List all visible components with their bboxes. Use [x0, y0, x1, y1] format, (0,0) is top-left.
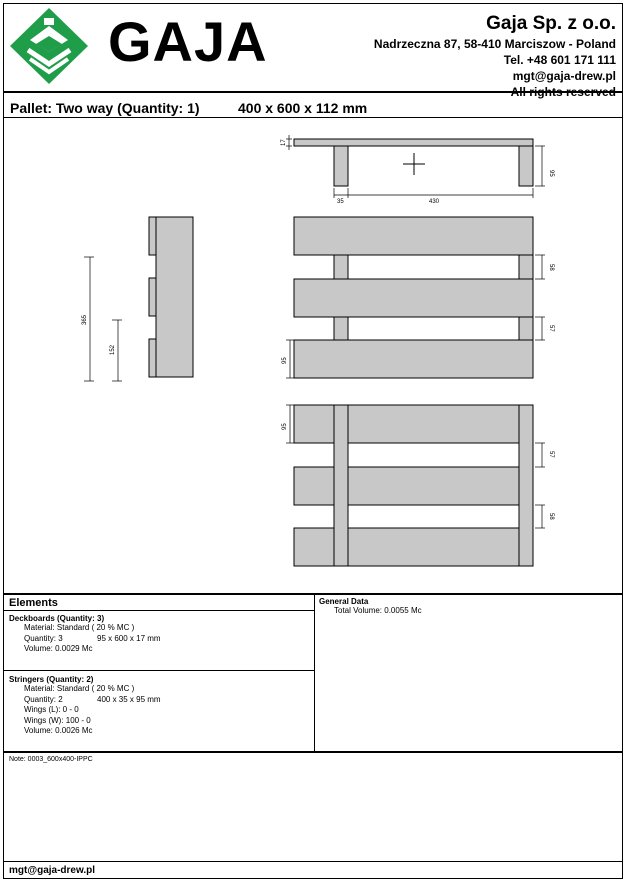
- pallet-dimensions: 400 x 600 x 112 mm: [238, 100, 368, 116]
- front-block-right: [518, 145, 534, 187]
- bottom-stringer-right: [518, 404, 534, 567]
- drawing-sheet: GAJA Gaja Sp. z o.o. Nadrzeczna 87, 58-4…: [3, 3, 623, 879]
- dim-plan-gap-bottom: 57: [548, 325, 554, 332]
- stringers-size: 400 x 35 x 95 mm: [97, 694, 161, 704]
- bottom-stringer-left: [333, 404, 349, 567]
- stringers-wings-w: Wings (W): 100 - 0: [24, 715, 91, 725]
- side-board-bottom: [148, 338, 157, 378]
- plan-stringer-left-2: [333, 316, 349, 341]
- gaja-logo: [8, 6, 90, 86]
- side-board-top: [148, 216, 157, 256]
- dim-bottom-gap-top: 57: [548, 451, 554, 458]
- dim-bottom-gap-bottom: 58: [548, 513, 554, 520]
- deckboards-block: Deckboards (Quantity: 3) Material: Stand…: [9, 614, 309, 655]
- plan-stringer-left-1: [333, 254, 349, 280]
- general-data-heading: General Data: [319, 597, 369, 606]
- dimension-lines: [84, 135, 545, 529]
- total-volume: Total Volume: 0.0055 Mc: [334, 606, 422, 615]
- elements-top-border: [4, 593, 622, 595]
- stringers-quantity-row: Quantity: 2 400 x 35 x 95 mm: [9, 695, 309, 706]
- company-info: Gaja Sp. z o.o. Nadrzeczna 87, 58-410 Ma…: [374, 12, 616, 100]
- pallet-type: Pallet: Two way (Quantity: 1): [10, 100, 200, 116]
- dim-bottom-board: 95: [282, 423, 288, 430]
- elements-bottom-border: [4, 751, 622, 753]
- note-text: Note: 0003_600x400-IPPC: [9, 756, 93, 763]
- general-data-block: General Data Total Volume: 0.0055 Mc: [319, 597, 609, 617]
- dim-board-thickness: 17: [281, 139, 287, 146]
- technical-drawing: 17 95 35 430 365 152 58 57 95 95 57 58: [82, 135, 554, 567]
- deckboards-divider: [4, 670, 314, 671]
- stringers-block: Stringers (Quantity: 2) Material: Standa…: [9, 675, 309, 737]
- bottom-deckboard-2: [293, 466, 534, 506]
- bottom-deckboard-3: [293, 527, 534, 567]
- side-stringer: [155, 216, 194, 378]
- stringers-wings-l: Wings (L): 0 - 0: [24, 705, 79, 714]
- footer-email[interactable]: mgt@gaja-drew.pl: [9, 865, 96, 876]
- stringers-material: Material: Standard ( 20 % MC ): [24, 684, 135, 693]
- deckboards-quantity: Quantity: 3: [24, 633, 63, 643]
- dim-plan-gap-top: 58: [548, 264, 554, 271]
- plan-stringer-right-2: [518, 316, 534, 341]
- stringers-volume: Volume: 0.0026 Mc: [24, 726, 93, 735]
- plan-deckboard-1: [293, 216, 534, 256]
- elements-heading-divider: [4, 610, 314, 611]
- plan-stringer-right-1: [518, 254, 534, 280]
- bottom-deckboard-1: [293, 404, 534, 444]
- header-divider: [4, 91, 622, 93]
- dim-plan-board: 95: [282, 357, 288, 364]
- dim-block-width: 35: [337, 199, 344, 205]
- dim-span: 430: [429, 199, 440, 205]
- stringers-quantity: Quantity: 2: [24, 694, 63, 704]
- logo-text: GAJA: [108, 10, 268, 73]
- deckboards-size: 95 x 600 x 17 mm: [97, 633, 161, 643]
- company-phone: Tel. +48 601 171 111: [503, 53, 616, 67]
- plan-deckboard-2: [293, 278, 534, 318]
- rights-notice: All rights reserved: [510, 85, 616, 99]
- table-column-divider: [314, 594, 315, 751]
- front-block-left: [333, 145, 349, 187]
- logo-icon: [10, 8, 88, 84]
- company-email[interactable]: mgt@gaja-drew.pl: [512, 69, 616, 83]
- pallet-title: Pallet: Two way (Quantity: 1) 400 x 600 …: [10, 99, 610, 117]
- title-divider: [4, 117, 622, 118]
- deckboards-quantity-row: Quantity: 3 95 x 600 x 17 mm: [9, 634, 309, 645]
- dim-front-height: 95: [548, 170, 554, 177]
- front-deckboard: [293, 138, 534, 147]
- company-address: Nadrzeczna 87, 58-410 Marciszow - Poland: [373, 37, 616, 51]
- dimension-labels: 17 95 35 430 365 152 58 57 95 95 57 58: [82, 139, 554, 521]
- dim-side-middle: 152: [110, 344, 116, 355]
- center-mark-icon: [403, 153, 425, 175]
- deckboards-material: Material: Standard ( 20 % MC ): [24, 623, 135, 632]
- plan-deckboard-3: [293, 339, 534, 379]
- deckboards-heading: Deckboards (Quantity: 3): [9, 614, 105, 623]
- dim-side-overall: 365: [82, 314, 88, 325]
- footer-divider: [4, 861, 622, 862]
- company-name: Gaja Sp. z o.o.: [486, 13, 616, 34]
- stringers-heading: Stringers (Quantity: 2): [9, 675, 94, 684]
- elements-heading: Elements: [9, 597, 58, 609]
- side-board-middle: [148, 277, 157, 317]
- deckboards-volume: Volume: 0.0029 Mc: [24, 644, 93, 653]
